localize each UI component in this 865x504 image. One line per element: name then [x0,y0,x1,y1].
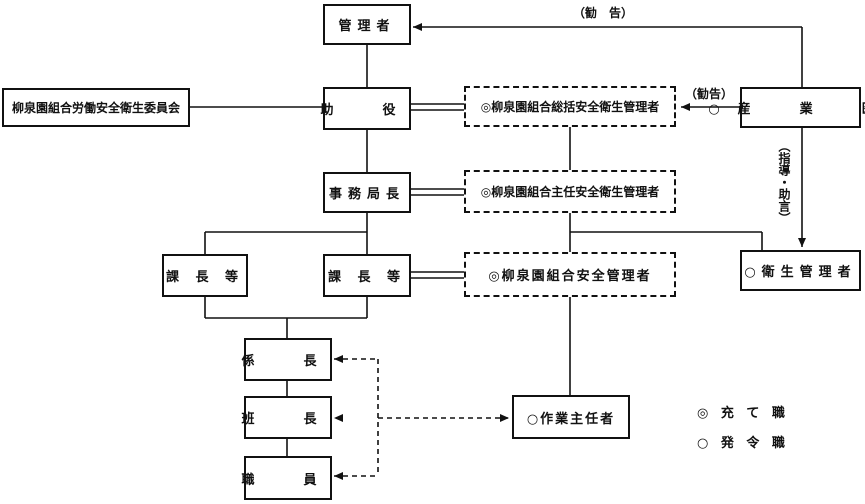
safety-manager-box: ◎柳泉園組合安全管理者 [464,252,676,297]
administrator-label: 管理者 [338,19,396,34]
safety-manager-label: ◎柳泉園組合安全管理者 [488,269,652,284]
deputy-box: 助 役 [320,87,414,130]
general-safety-manager-box: ◎柳泉園組合総括安全衛生管理者 [464,86,676,127]
section-head-left-label: 課 長 等 [165,270,245,285]
staff-label: 職 員 [241,472,335,488]
staff-box: 職 員 [241,456,335,500]
team-leader-box: 班 長 [241,396,335,439]
health-officer-box: ○衛生管理者 [740,250,861,291]
secretariat-director-label: 事務局長 [328,187,405,202]
health-officer-label: ○衛生管理者 [744,265,857,280]
recommendation-label-mid: （勧告） [685,87,734,101]
legend-appointed-post: ○ 発 令 職 [697,436,789,451]
recommendation-label-top: （勧 告） [573,6,634,20]
chief-label: 係 長 [241,354,335,369]
safety-committee-box: 柳泉園組合労働安全衛生委員会 [2,88,190,127]
general-safety-manager-label: ◎柳泉園組合総括安全衛生管理者 [480,100,660,114]
administrator-box: 管理者 [323,4,411,45]
chief-safety-manager-label: ◎柳泉園組合主任安全衛生管理者 [480,185,660,199]
chief-box: 係 長 [241,338,335,381]
work-supervisor-label: ○作業主任者 [526,411,616,427]
guidance-advice-label: （指導・助言） [777,140,791,224]
secretariat-director-box: 事務局長 [323,172,411,213]
industrial-physician-label: ○産 業 医 [708,102,865,117]
section-head-left-box: 課 長 等 [162,254,248,297]
section-head-right-label: 課 長 等 [327,270,407,285]
industrial-physician-box: ○産 業 医 [708,87,865,128]
safety-committee-label: 柳泉園組合労働安全衛生委員会 [11,101,180,115]
deputy-label: 助 役 [320,103,414,118]
chief-safety-manager-box: ◎柳泉園組合主任安全衛生管理者 [464,170,676,213]
section-head-right-box: 課 長 等 [323,254,411,297]
team-leader-label: 班 長 [241,412,335,427]
work-supervisor-box: ○作業主任者 [512,395,630,439]
legend-concurrent-post: ◎ 充 て 職 [697,406,789,421]
